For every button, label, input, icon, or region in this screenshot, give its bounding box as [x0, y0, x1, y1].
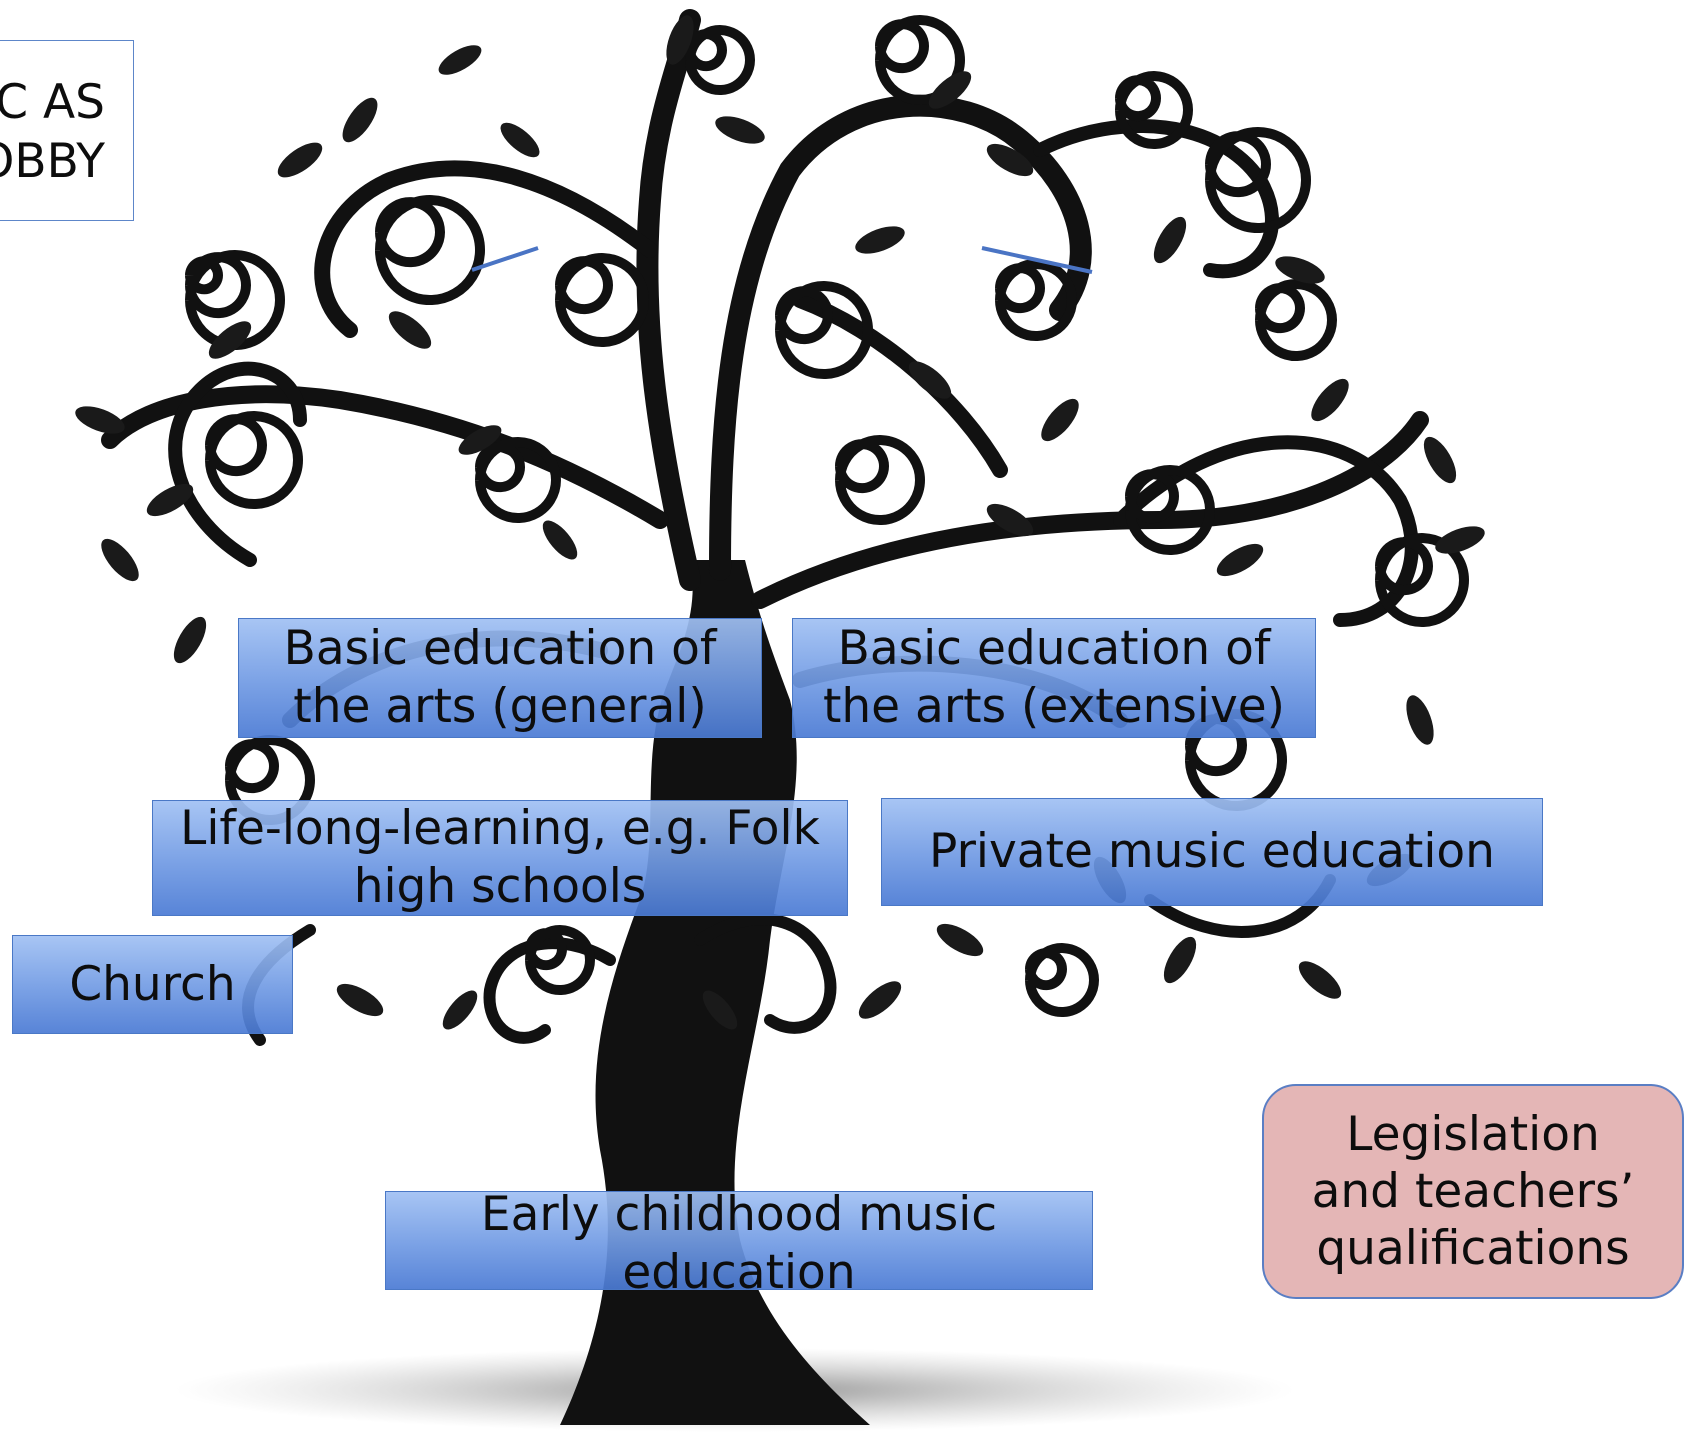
basic-education-general-box: Basic education of the arts (general) — [238, 618, 762, 738]
box-line: Private music education — [929, 824, 1495, 879]
legislation-line-2: and teachers’ — [1311, 1164, 1635, 1219]
legislation-line-3: qualifications — [1316, 1221, 1630, 1276]
private-music-education-box: Private music education — [881, 798, 1543, 906]
note-line-1: C AS — [0, 75, 105, 130]
box-line: the arts (general) — [293, 679, 707, 734]
music-as-hobby-note: C AS OBBY — [0, 40, 134, 221]
basic-education-extensive-box: Basic education of the arts (extensive) — [792, 618, 1316, 738]
legislation-line-1: Legislation — [1346, 1107, 1600, 1162]
church-box: Church — [12, 935, 293, 1034]
box-line: Church — [69, 956, 236, 1012]
lifelong-learning-box: Life-long-learning, e.g. Folk high schoo… — [152, 800, 848, 916]
box-line: education — [622, 1244, 856, 1300]
early-childhood-music-education-box: Early childhood music education — [385, 1187, 1093, 1300]
box-line: Early childhood music — [480, 1186, 998, 1242]
box-line: Basic education of — [837, 621, 1271, 676]
connector-left — [471, 246, 539, 272]
box-line: Life-long-learning, e.g. Folk — [180, 801, 820, 856]
box-line: the arts (extensive) — [822, 679, 1286, 734]
note-line-2: OBBY — [0, 134, 105, 189]
box-line: Basic education of — [283, 621, 717, 676]
connector-right — [981, 246, 1093, 274]
box-line: high schools — [353, 859, 647, 914]
legislation-box: Legislation and teachers’ qualifications — [1262, 1084, 1684, 1299]
